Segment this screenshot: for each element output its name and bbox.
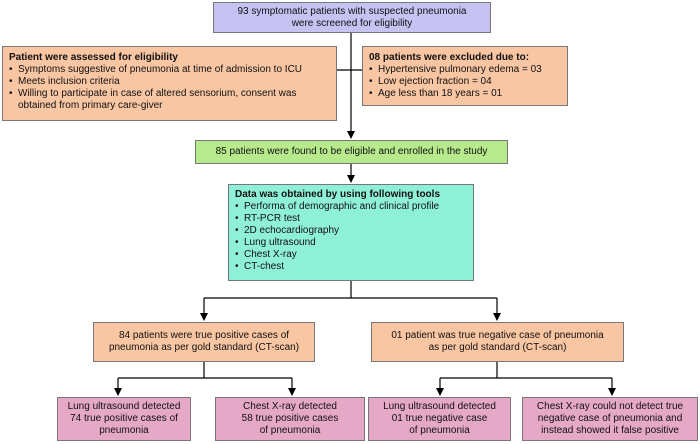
result-line: of pneumonia bbox=[259, 425, 321, 436]
screening-line1: 93 symptomatic patients with suspected p… bbox=[237, 5, 467, 17]
result-line: negative case of pneumonia and bbox=[537, 413, 683, 424]
result-box-cxr-negative: Chest X-ray could not detect true negati… bbox=[522, 397, 698, 441]
exclusion-item: Low ejection fraction = 04 bbox=[369, 76, 561, 88]
tools-item: Lung ultrasound bbox=[235, 237, 467, 249]
enrolled-text: 85 patients were found to be eligible an… bbox=[215, 146, 488, 157]
assessment-title: Patient were assessed for eligibility bbox=[9, 52, 178, 63]
result-line: Lung ultrasound detected bbox=[67, 401, 181, 412]
tools-item: 2D echocardiography bbox=[235, 225, 467, 237]
enrolled-box: 85 patients were found to be eligible an… bbox=[195, 140, 508, 164]
tools-item: RT-PCR test bbox=[235, 213, 467, 225]
tools-title: Data was obtained by using following too… bbox=[235, 189, 441, 200]
result-line: of pneumonia bbox=[409, 425, 470, 436]
exclusion-item: Hypertensive pulmonary edema = 03 bbox=[369, 64, 561, 76]
true-positive-line1: 84 patients were true positive cases of bbox=[118, 330, 290, 341]
screening-box: 93 symptomatic patients with suspected p… bbox=[213, 2, 491, 33]
assessment-list: Symptoms suggestive of pneumonia at time… bbox=[9, 64, 330, 112]
tools-item: Chest X-ray bbox=[235, 249, 467, 261]
result-line: instead showed it false positive bbox=[541, 425, 679, 436]
tools-item: Performa of demographic and clinical pro… bbox=[235, 201, 467, 213]
tools-item: CT-chest bbox=[235, 261, 467, 273]
result-box-cxr-positive: Chest X-ray detected 58 true positive ca… bbox=[215, 397, 365, 441]
true-positive-line2: pneumonia as per gold standard (CT-scan) bbox=[108, 342, 300, 353]
screening-line2: were screened for eligibility bbox=[291, 17, 413, 29]
exclusion-item: Age less than 18 years = 01 bbox=[369, 88, 561, 100]
assessment-item: Symptoms suggestive of pneumonia at time… bbox=[9, 64, 330, 76]
result-line: 01 true negative case bbox=[391, 413, 488, 424]
assessment-box: Patient were assessed for eligibility Sy… bbox=[2, 46, 337, 121]
true-negative-line2: as per gold standard (CT-scan) bbox=[428, 342, 567, 353]
exclusion-title: 08 patients were excluded due to: bbox=[369, 52, 530, 63]
assessment-item: Meets inclusion criteria bbox=[9, 76, 330, 88]
result-box-lus-positive: Lung ultrasound detected 74 true positiv… bbox=[57, 397, 191, 441]
true-negative-box: 01 patient was true negative case of pne… bbox=[371, 322, 624, 362]
exclusion-box: 08 patients were excluded due to: Hypert… bbox=[362, 46, 568, 106]
tools-box: Data was obtained by using following too… bbox=[228, 184, 474, 281]
result-line: Chest X-ray could not detect true bbox=[536, 401, 684, 412]
result-line: Chest X-ray detected bbox=[243, 401, 337, 412]
assessment-item: Willing to participate in case of altere… bbox=[9, 88, 330, 112]
tools-list: Performa of demographic and clinical pro… bbox=[235, 201, 467, 273]
exclusion-list: Hypertensive pulmonary edema = 03 Low ej… bbox=[369, 64, 561, 100]
true-positive-box: 84 patients were true positive cases of … bbox=[93, 322, 315, 362]
result-line: Lung ultrasound detected bbox=[383, 401, 496, 412]
true-negative-line1: 01 patient was true negative case of pne… bbox=[391, 330, 604, 341]
result-line: 58 true positive cases bbox=[241, 413, 339, 424]
result-line: pneumonia bbox=[99, 425, 149, 436]
result-line: 74 true positive cases of bbox=[70, 413, 178, 424]
result-box-lus-negative: Lung ultrasound detected 01 true negativ… bbox=[368, 397, 511, 441]
